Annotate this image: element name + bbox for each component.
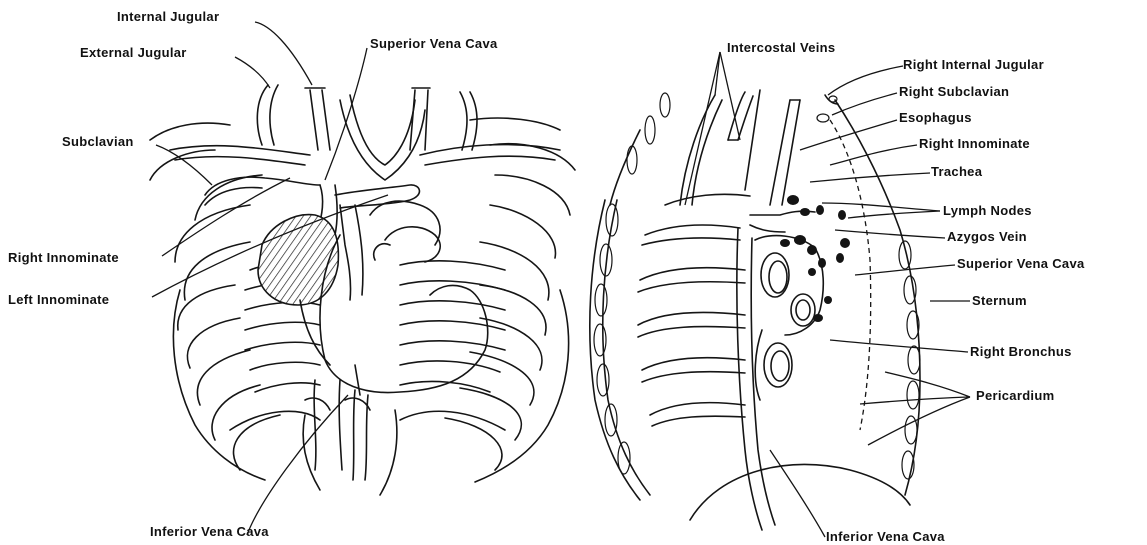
label-sternum: Sternum [972,293,1027,308]
label-right-innominate-left: Right Innominate [8,250,119,265]
frontal-chest-view: Internal Jugular External Jugular Superi… [8,9,575,539]
diaphragm-right [230,411,320,430]
label-superior-vena-cava-left: Superior Vena Cava [370,36,498,51]
lateral-ribs [638,194,750,426]
label-inferior-vena-cava-right: Inferior Vena Cava [826,529,945,544]
neck-vessels [257,85,477,180]
left-ribcage-outline [150,123,280,480]
posterior-wall [590,93,670,500]
label-right-subclavian: Right Subclavian [899,84,1009,99]
label-trachea: Trachea [931,164,983,179]
label-internal-jugular: Internal Jugular [117,9,219,24]
label-intercostal-veins: Intercostal Veins [727,40,835,55]
right-ribcage-outline [445,118,575,482]
lateral-chest-view: Intercostal Veins Right Internal Jugular… [590,40,1085,544]
lymph-node-cluster [780,195,850,322]
intercostal-vessels [680,90,760,205]
label-subclavian: Subclavian [62,134,134,149]
label-azygos-vein: Azygos Vein [947,229,1027,244]
label-right-internal-jugular: Right Internal Jugular [903,57,1044,72]
label-inferior-vena-cava-left: Inferior Vena Cava [150,524,269,539]
aortic-arch [370,201,440,262]
right-heart-border [300,300,330,365]
label-lymph-nodes: Lymph Nodes [943,203,1032,218]
label-right-innominate-right: Right Innominate [919,136,1030,151]
label-left-innominate: Left Innominate [8,292,109,307]
subclavian-branch [205,188,262,205]
label-external-jugular: External Jugular [80,45,187,60]
label-right-bronchus: Right Bronchus [970,344,1072,359]
lateral-diaphragm [690,464,910,520]
diaphragm-left [400,411,505,430]
heart-outline [320,235,488,393]
label-esophagus: Esophagus [899,110,972,125]
label-pericardium: Pericardium [976,388,1054,403]
label-superior-vena-cava-right: Superior Vena Cava [957,256,1085,271]
